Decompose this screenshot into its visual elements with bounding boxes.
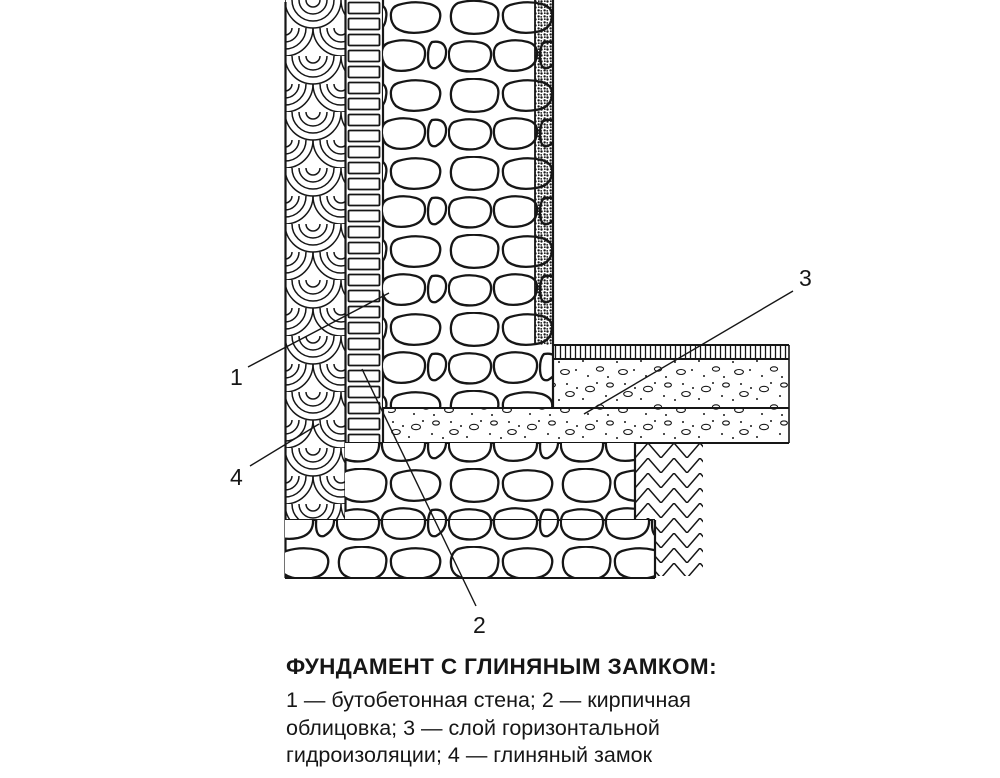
clay-lock-region xyxy=(285,0,345,520)
floor-slab-concrete xyxy=(553,359,789,408)
underlayment-band xyxy=(388,408,789,443)
footing-step2 xyxy=(285,520,655,578)
caption-line-3: гидроизоляции; 4 — глиняный замок xyxy=(286,743,653,767)
callout-1: 1 xyxy=(230,364,243,390)
callout-3: 3 xyxy=(799,265,812,291)
caption-line-1: 1 — бутобетонная стена; 2 — кирпичная xyxy=(286,688,691,712)
leader-line-2 xyxy=(361,368,477,607)
caption: ФУНДАМЕНТ С ГЛИНЯНЫМ ЗАМКОМ: 1 — бутобет… xyxy=(286,654,846,770)
brick-facing-region xyxy=(345,0,383,446)
callout-2: 2 xyxy=(473,612,486,638)
caption-title: ФУНДАМЕНТ С ГЛИНЯНЫМ ЗАМКОМ: xyxy=(286,654,717,679)
soil-hatch-region xyxy=(635,443,703,576)
callout-4: 4 xyxy=(230,464,243,490)
rubble-wall-region xyxy=(383,0,553,409)
waterproofing-band xyxy=(553,345,789,359)
vertical-coating-strip xyxy=(535,0,553,345)
leader-line-1 xyxy=(247,292,390,368)
leader-line-3 xyxy=(583,290,794,415)
caption-line-2: облицовка; 3 — слой горизонтальной xyxy=(286,715,660,740)
leader-line-4 xyxy=(249,423,320,467)
footing-step1 xyxy=(345,443,635,520)
